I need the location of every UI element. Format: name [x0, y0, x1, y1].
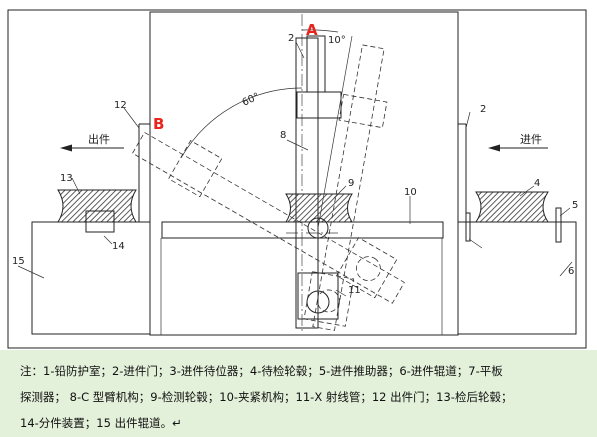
label-15: 15	[12, 256, 25, 267]
exit-arrow-label: 出件	[88, 132, 110, 146]
hub-under-inspection	[285, 193, 353, 223]
clamping-mechanism	[161, 221, 444, 239]
label-5: 5	[572, 200, 578, 211]
leader-4	[519, 185, 535, 197]
entry-roller-table	[457, 221, 577, 335]
label-12: 12	[114, 100, 127, 111]
lead-protection-room	[149, 11, 459, 336]
x-ray-tube-housing	[297, 272, 339, 320]
angle-ray-10	[317, 35, 353, 229]
label-14: 14	[112, 241, 125, 252]
leader-5	[559, 207, 571, 217]
leader-2-right	[465, 111, 471, 129]
entry-arrowhead	[488, 144, 500, 152]
legend-note: 注：1-铅防护室；2-进件门；3-进件待位器；4-待检轮毂；5-进件推助器；6-…	[0, 350, 597, 437]
angle-arc-60	[180, 87, 303, 159]
label-11: 11	[348, 285, 361, 296]
leader-6	[559, 261, 573, 277]
flat-panel-detector	[306, 35, 326, 93]
leader-2-top	[295, 41, 305, 59]
label-2-top: 2	[288, 33, 294, 44]
leader-12	[123, 107, 140, 129]
angle-label-60: 60°	[241, 91, 262, 108]
angle-label-10: 10°	[328, 35, 346, 46]
exit-arrowhead	[60, 144, 72, 152]
label-6: 6	[568, 266, 574, 277]
leader-13	[71, 177, 81, 195]
legend-line-3: 14-分件装置；15 出件辊道。↵	[20, 416, 182, 430]
entry-waiting-device	[465, 212, 471, 242]
equipment-layout-diagram: 出件 进件 A B 10° 60° 2 8 9 10 11 12 2 4 5 1…	[7, 9, 587, 349]
leader-8	[286, 139, 309, 151]
label-9: 9	[348, 178, 354, 189]
angle-arc-10	[301, 29, 339, 33]
drawing-frame	[7, 9, 587, 349]
label-8: 8	[280, 130, 286, 141]
label-2-right: 2	[480, 104, 486, 115]
rotation-pivot	[307, 217, 329, 239]
label-4: 4	[534, 178, 540, 189]
waiting-hub	[475, 191, 549, 223]
entry-arrow-label: 进件	[520, 133, 542, 146]
detector-carriage	[296, 91, 342, 119]
leader-15	[17, 265, 45, 279]
legend-line-1: 注：1-铅防护室；2-进件门；3-进件待位器；4-待检轮毂；5-进件推助器；6-…	[20, 364, 503, 378]
legend-line-2: 探测器； 8-C 型臂机构；9-检测轮毂；10-夹紧机构；11-X 射线管；12…	[20, 390, 513, 404]
leader-14	[103, 235, 113, 245]
entry-pusher	[555, 207, 562, 243]
separation-device	[85, 210, 115, 233]
marker-b: B	[153, 115, 164, 133]
exit-roller-table	[31, 221, 151, 335]
leader-11	[335, 289, 347, 297]
leader-3	[468, 238, 483, 249]
c-arm-rotated-10deg	[303, 44, 388, 331]
c-arm-rotated-60deg	[131, 131, 405, 304]
marker-a: A	[306, 21, 318, 39]
post-inspection-hub	[57, 189, 137, 223]
leader-9	[333, 185, 347, 199]
label-10: 10	[404, 187, 417, 198]
label-13: 13	[60, 173, 73, 184]
